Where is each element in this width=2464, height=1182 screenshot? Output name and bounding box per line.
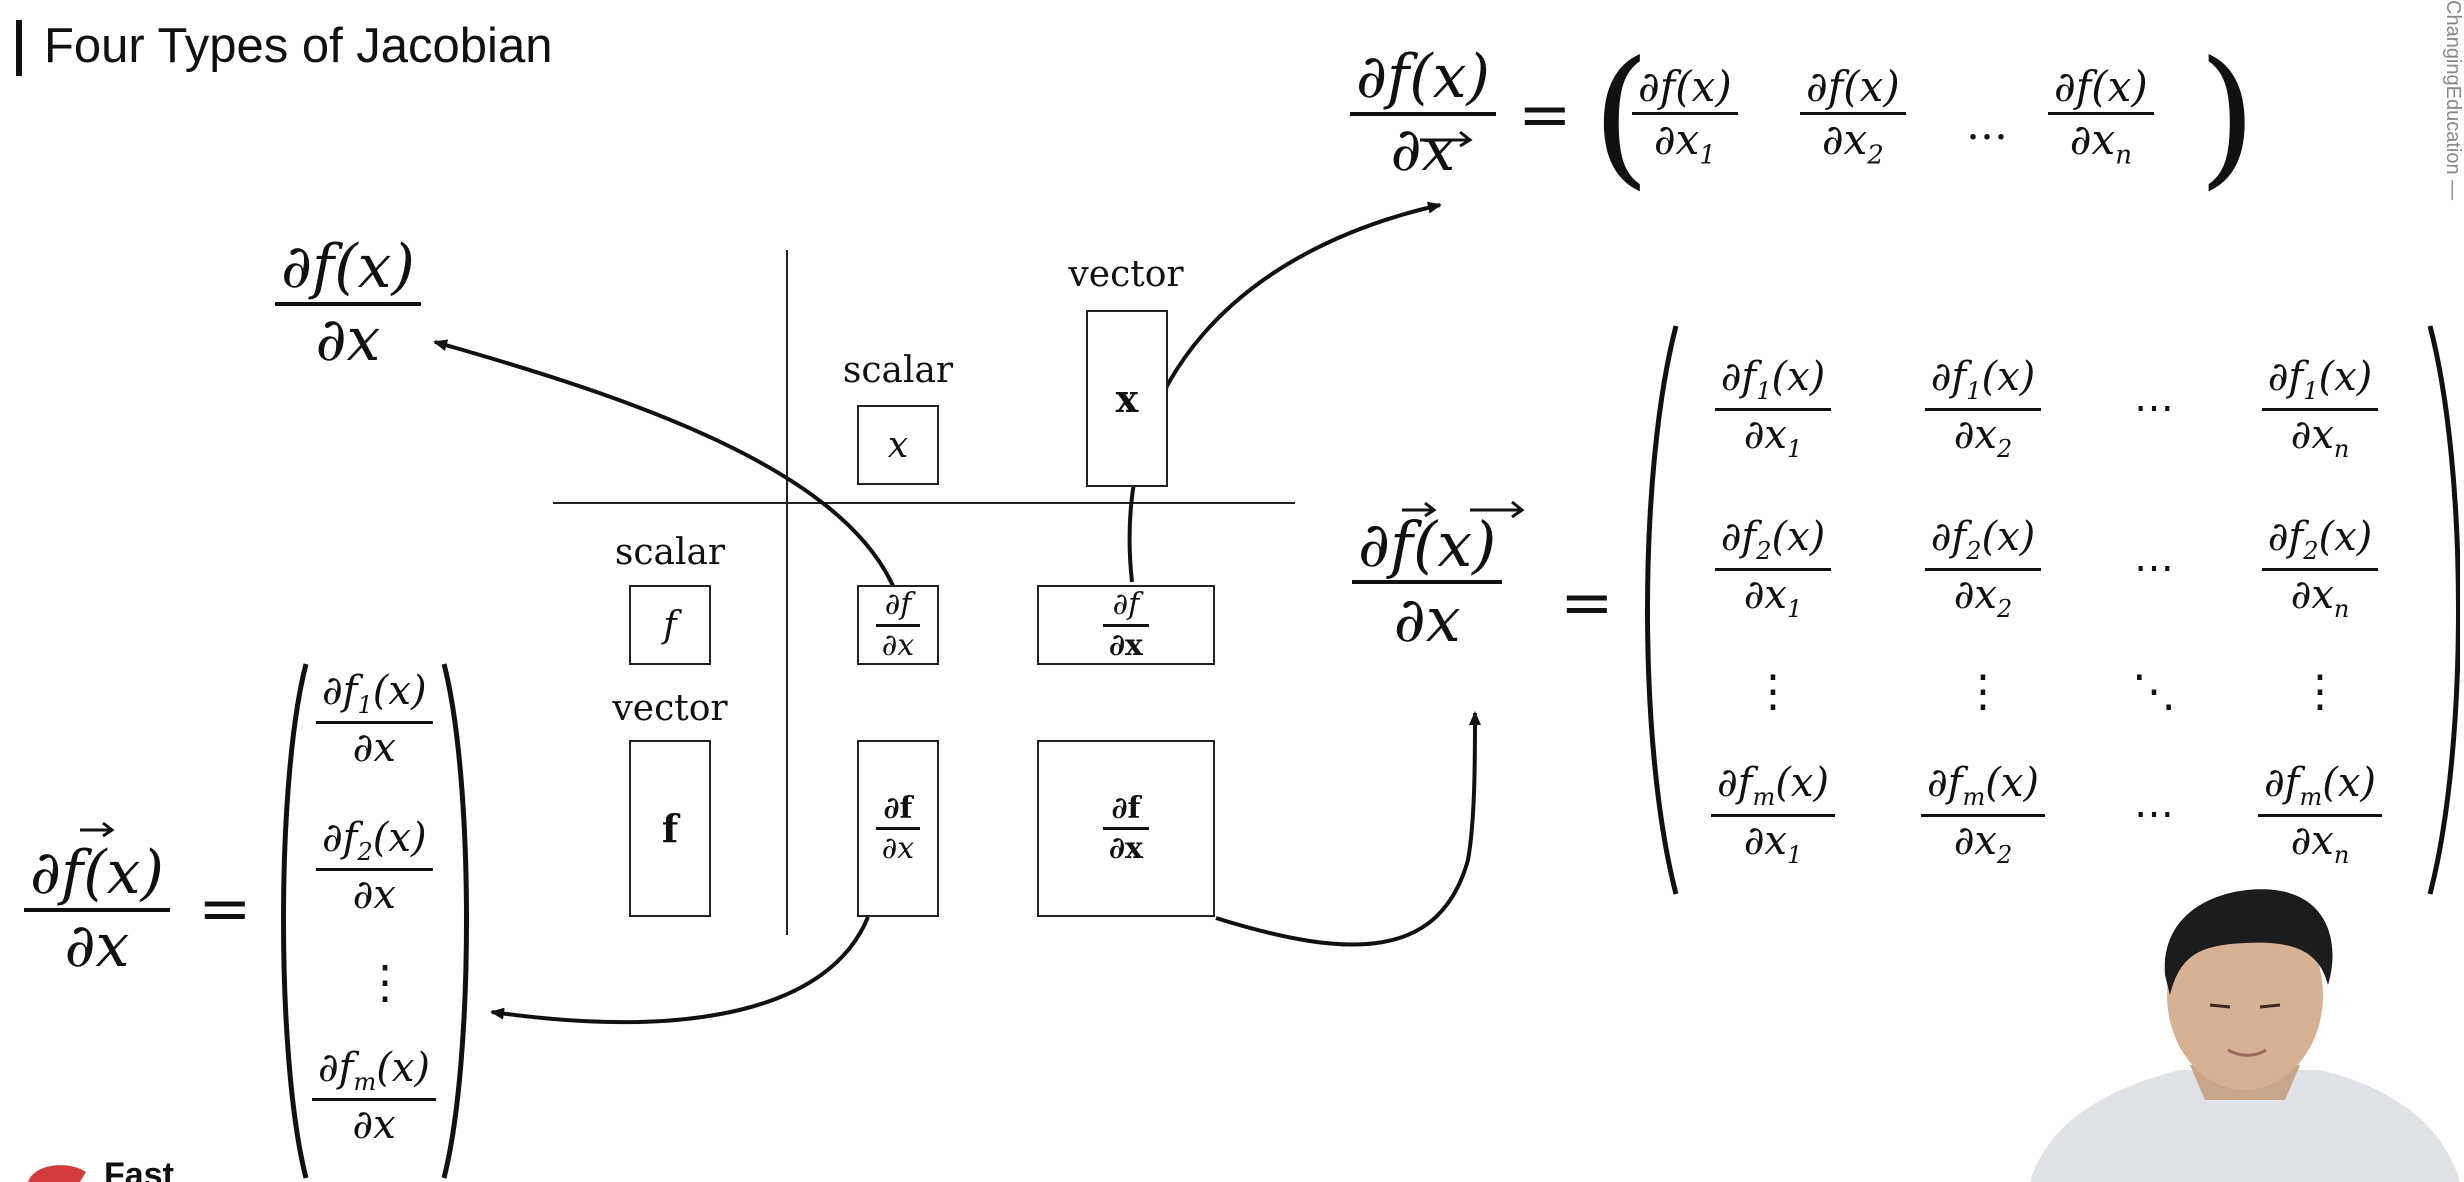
matrix-vdots: ⋮ [1961, 665, 2005, 717]
cell-vector-vector: ∂f∂x [1037, 740, 1215, 917]
cell-vector-scalar: ∂f∂x [857, 740, 939, 917]
formula-scalar-vector-lhs: ∂f(x)∂x [1350, 42, 1496, 182]
slide-title: Four Types of Jacobian [44, 19, 553, 73]
formula-scalar-scalar: ∂f(x)∂x [275, 232, 421, 372]
matrix-ddots: ⋱ [2132, 665, 2176, 717]
matrix-entry: ∂f2(x)∂x2 [1924, 514, 2042, 621]
cell-scalar-scalar: ∂f∂x [857, 585, 939, 665]
matrix-vdots: ⋮ [2298, 665, 2342, 717]
matrix-vdots: ⋮ [1751, 665, 1795, 717]
arrow-vector-vector [1215, 711, 1481, 947]
equals-sign-vs: = [198, 872, 252, 946]
formula-vector-vector-lhs: ∂f(x)∂x [1352, 508, 1503, 652]
box-x-vector: x [1086, 310, 1168, 487]
jacobian-matrix: ∂f1(x)∂x1 ∂f1(x)∂x2 ⋯ ∂f1(x)∂xn ∂f2(x)∂x1 ∂f2… [1668, 328, 2420, 894]
row-header-vector: vector [612, 688, 728, 729]
arrow-scalar-vector [1127, 201, 1442, 583]
matrix-entry: ∂f1(x)∂x1 [1714, 354, 1832, 461]
col-header-vector: vector [1068, 254, 1184, 295]
matrix-hdots: ⋯ [2134, 791, 2174, 837]
equals-sign-vv: = [1560, 566, 1614, 640]
left-paren-sv: ( [1592, 30, 1651, 204]
matrix-brackets [1645, 325, 2460, 895]
right-paren-sv: ) [2198, 30, 2257, 204]
brand-logo: Fast [0, 1160, 200, 1182]
column-vector-brackets [281, 663, 469, 1179]
matrix-entry: ∂f1(x)∂x2 [1924, 354, 2042, 461]
cell-scalar-vector: ∂f∂x [1037, 585, 1215, 665]
box-f-scalar: f [629, 585, 711, 665]
vs-entry-2: ∂f2(x)∂x [316, 815, 433, 916]
matrix-entry: ∂fm(x)∂x2 [1920, 760, 2046, 867]
presenter-webcam [2030, 889, 2460, 1182]
vec-arrow-vs [80, 821, 115, 838]
equals-sign-sv: = [1518, 78, 1572, 152]
sv-entry-2: ∂f(x)∂x2 [1800, 62, 1906, 170]
matrix-entry: ∂fm(x)∂x1 [1710, 760, 1836, 867]
sv-dots: … [1966, 100, 2008, 149]
col-header-scalar: scalar [842, 350, 954, 391]
watermark-text: ChangingEducation — [2442, 0, 2464, 201]
formula-vector-scalar-lhs: ∂f(x)∂x [24, 838, 170, 978]
box-x-scalar: x [857, 405, 939, 485]
matrix-entry: ∂fm(x)∂xn [2257, 760, 2383, 867]
matrix-entry: ∂f2(x)∂xn [2261, 514, 2379, 621]
vs-entry-1: ∂f1(x)∂x [316, 668, 433, 769]
sv-entry-1: ∂f(x)∂x1 [1632, 62, 1738, 170]
row-header-scalar: scalar [614, 532, 726, 573]
sv-entry-n: ∂f(x)∂xn [2048, 62, 2154, 170]
arrow-scalar-scalar [433, 339, 895, 587]
matrix-hdots: ⋯ [2134, 545, 2174, 591]
vec-arrow-sv [1420, 130, 1473, 148]
matrix-entry: ∂f1(x)∂xn [2261, 354, 2379, 461]
matrix-entry: ∂f2(x)∂x1 [1714, 514, 1832, 621]
vs-vdots: ⋮ [362, 955, 408, 1009]
vec-arrow-vv [1402, 500, 1525, 519]
arrow-vector-scalar [490, 916, 870, 1025]
matrix-hdots: ⋯ [2134, 385, 2174, 431]
title-accent-bar [16, 20, 22, 76]
vs-entry-m: ∂fm(x)∂x [312, 1045, 437, 1146]
box-f-vector: f [629, 740, 711, 917]
